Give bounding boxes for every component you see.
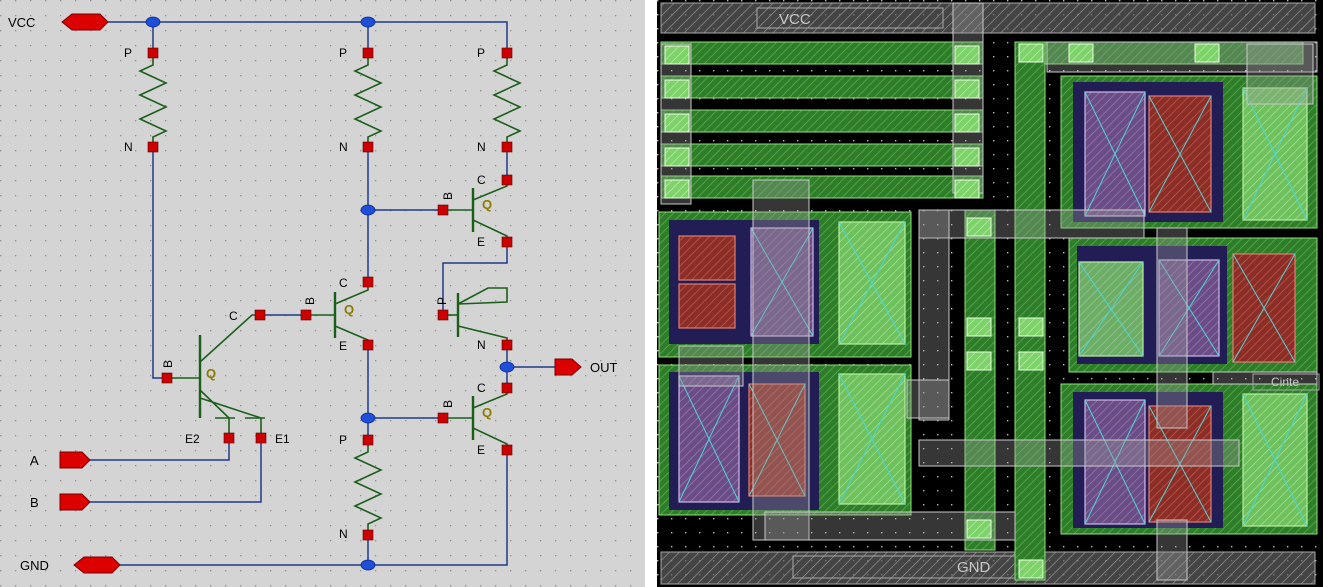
t2-q-label: Q	[344, 302, 354, 317]
panel-divider	[645, 0, 657, 587]
t2-c-label: C	[339, 276, 348, 290]
t5-q-label: Q	[482, 405, 492, 420]
gnd-port-label: GND	[20, 558, 49, 573]
t2-e-label: E	[339, 339, 347, 353]
t3-e-label: E	[477, 235, 485, 249]
t2-b-label: B	[303, 297, 317, 305]
t5-e-label: E	[477, 443, 485, 457]
ports	[59, 13, 582, 574]
transistor-t1	[168, 314, 265, 438]
t1-c-label: C	[229, 309, 238, 323]
resistor-r1	[138, 57, 168, 147]
t1-e2-label: E2	[185, 432, 200, 446]
layout-panel[interactable]: VCC GND	[657, 0, 1323, 587]
vcc-port-label: VCC	[8, 15, 35, 30]
a-port	[59, 451, 91, 469]
t1-b-label: B	[161, 360, 175, 368]
out-port	[554, 358, 582, 376]
gnd-rail-label: GND	[957, 559, 991, 576]
t3-b-label: B	[441, 192, 455, 200]
r3-p-label: P	[477, 46, 485, 60]
r4-n-label: N	[339, 527, 348, 541]
resistor-r2	[353, 57, 383, 147]
t3-c-label: C	[477, 173, 486, 187]
out-port-label: OUT	[590, 360, 618, 375]
vcc-port	[61, 13, 109, 31]
junction-nodes	[145, 16, 515, 571]
diode-n-label: N	[477, 338, 486, 352]
t1-q-label: Q	[206, 366, 216, 381]
t5-c-label: C	[477, 381, 486, 395]
r1-p-label: P	[124, 46, 132, 60]
via-contacts	[664, 43, 1220, 579]
resistor-r3	[492, 57, 522, 147]
a-port-label: A	[30, 453, 39, 468]
schematic-grid	[0, 0, 645, 587]
t3-q-label: Q	[482, 197, 492, 212]
gnd-port	[73, 556, 121, 574]
diode-p-label: P	[435, 297, 449, 305]
r1-n-label: N	[124, 140, 133, 154]
schematic-panel[interactable]: VCC GND A B OUT P N P N P N P N C E2 E1 …	[0, 0, 645, 587]
corner-label: Cinte	[1271, 375, 1299, 389]
b-port-label: B	[30, 495, 39, 510]
r4-p-label: P	[339, 433, 347, 447]
gnd-rail[interactable]	[660, 551, 1316, 585]
t5-b-label: B	[441, 400, 455, 408]
t1-e1-label: E1	[275, 432, 290, 446]
resistor-r4	[353, 440, 383, 535]
pin-markers	[147, 47, 513, 541]
r2-n-label: N	[339, 140, 348, 154]
b-port	[59, 493, 91, 511]
vcc-rail-label: VCC	[779, 11, 811, 28]
resistor-symbols	[138, 57, 522, 535]
r2-p-label: P	[339, 46, 347, 60]
r3-n-label: N	[477, 140, 486, 154]
contact-crosses	[678, 87, 1308, 527]
